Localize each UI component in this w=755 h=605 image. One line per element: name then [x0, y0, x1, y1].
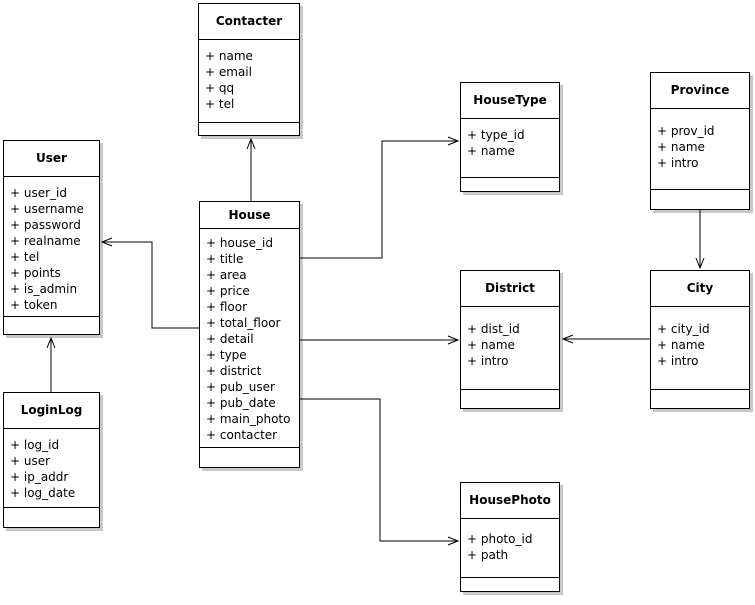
attribute-row: + is_admin: [10, 282, 78, 296]
class-district: District + dist_id + name + intro: [460, 270, 560, 409]
operations-compartment-empty: [461, 577, 559, 591]
attribute-row: + detail: [206, 332, 254, 346]
attribute-row: + path: [467, 548, 509, 562]
attribute-row: + type: [206, 348, 247, 362]
attribute-row: + intro: [467, 354, 509, 368]
operations-compartment-empty: [651, 389, 749, 408]
attribute-row: + floor: [206, 300, 248, 314]
attribute-row: + total_floor: [206, 316, 281, 330]
attribute-row: + points: [10, 266, 61, 280]
class-title: LoginLog: [4, 393, 99, 429]
attribute-row: + pub_user: [206, 380, 275, 394]
attributes-compartment: + prov_id + name + intro: [651, 109, 749, 189]
operations-compartment-empty: [461, 389, 559, 408]
attributes-compartment: + type_id + name: [461, 119, 559, 177]
attribute-row: + house_id: [206, 236, 274, 250]
attribute-row: + contacter: [206, 428, 278, 442]
attributes-compartment: + user_id + username + password + realna…: [4, 177, 99, 316]
operations-compartment-empty: [651, 189, 749, 209]
attribute-row: + intro: [657, 156, 699, 170]
edge-house-user: [102, 242, 199, 329]
attributes-compartment: + city_id + name + intro: [651, 307, 749, 389]
attribute-row: + user: [10, 454, 51, 468]
attributes-compartment: + dist_id + name + intro: [461, 307, 559, 389]
class-title: User: [4, 141, 99, 177]
edge-house-housephoto: [300, 398, 458, 541]
attribute-row: + password: [10, 218, 81, 232]
class-province: Province + prov_id + name + intro: [650, 72, 750, 210]
class-city: City + city_id + name + intro: [650, 270, 750, 409]
attribute-row: + price: [206, 284, 250, 298]
operations-compartment-empty: [4, 507, 99, 527]
attribute-row: + title: [206, 252, 244, 266]
attributes-compartment: + name + email + qq + tel: [199, 40, 299, 122]
attribute-row: + log_date: [10, 486, 76, 500]
attribute-row: + intro: [657, 354, 699, 368]
class-contacter: Contacter + name + email + qq + tel: [198, 3, 300, 136]
attribute-row: + qq: [205, 81, 235, 95]
attribute-row: + area: [206, 268, 247, 282]
operations-compartment-empty: [199, 122, 299, 135]
attribute-row: + name: [657, 140, 705, 154]
attribute-row: + name: [467, 144, 515, 158]
attributes-compartment: + log_id + user + ip_addr + log_date: [4, 429, 99, 507]
attribute-row: + city_id: [657, 322, 710, 336]
operations-compartment-empty: [4, 316, 99, 334]
attribute-row: + token: [10, 298, 58, 312]
edge-house-housetype: [300, 141, 458, 259]
operations-compartment-empty: [461, 177, 559, 191]
attributes-compartment: + photo_id + path: [461, 519, 559, 577]
class-title: District: [461, 271, 559, 307]
attribute-row: + type_id: [467, 128, 525, 142]
class-housephoto: HousePhoto + photo_id + path: [460, 482, 560, 592]
class-loginlog: LoginLog + log_id + user + ip_addr + log…: [3, 392, 100, 528]
class-title: Contacter: [199, 4, 299, 40]
class-house: House + house_id + title + area + price …: [199, 201, 300, 468]
attribute-row: + dist_id: [467, 322, 520, 336]
class-title: Province: [651, 73, 749, 109]
attribute-row: + name: [657, 338, 705, 352]
attribute-row: + username: [10, 202, 84, 216]
class-title: House: [200, 202, 299, 229]
class-title: HouseType: [461, 83, 559, 119]
attribute-row: + pub_date: [206, 396, 276, 410]
class-title: HousePhoto: [461, 483, 559, 519]
attribute-row: + photo_id: [467, 532, 533, 546]
attribute-row: + name: [205, 49, 253, 63]
attribute-row: + user_id: [10, 186, 67, 200]
attribute-row: + prov_id: [657, 124, 715, 138]
attribute-row: + tel: [205, 97, 235, 111]
attribute-row: + realname: [10, 234, 81, 248]
attribute-row: + tel: [10, 250, 40, 264]
attributes-compartment: + house_id + title + area + price + floo…: [200, 229, 299, 447]
attribute-row: + log_id: [10, 438, 60, 452]
attribute-row: + email: [205, 65, 252, 79]
attribute-row: + main_photo: [206, 412, 291, 426]
attribute-row: + ip_addr: [10, 470, 69, 484]
attribute-row: + name: [467, 338, 515, 352]
class-housetype: HouseType + type_id + name: [460, 82, 560, 192]
class-user: User + user_id + username + password + r…: [3, 140, 100, 335]
attribute-row: + district: [206, 364, 262, 378]
operations-compartment-empty: [200, 447, 299, 467]
class-title: City: [651, 271, 749, 307]
